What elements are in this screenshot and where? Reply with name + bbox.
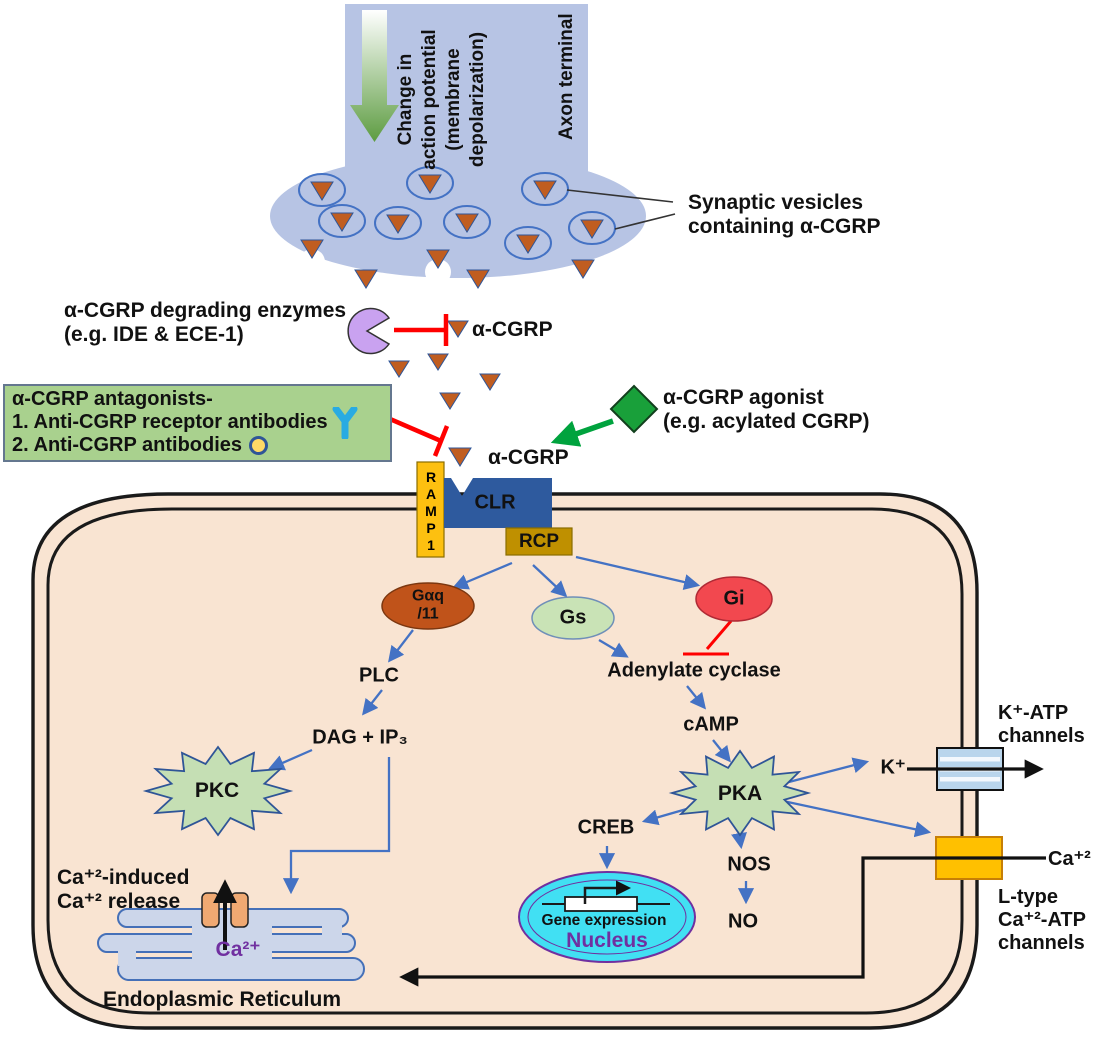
gaq-protein	[381, 582, 475, 630]
ca-release-label: Ca⁺²-induced Ca⁺² release	[57, 866, 190, 914]
antibody-y-icon	[332, 406, 358, 439]
ca-ion-label: Ca⁺²	[1048, 848, 1091, 870]
degrade-inhibit-line	[394, 314, 449, 346]
pka-starburst	[668, 749, 812, 837]
adenylate-label: Adenylate cyclase	[607, 659, 781, 682]
cgrp-receptor-label: α-CGRP	[488, 446, 569, 469]
er-channel-left	[201, 892, 220, 928]
antagonist-item2: 2. Anti-CGRP antibodies	[12, 434, 243, 457]
gi-protein	[695, 576, 773, 622]
camp-label: cAMP	[683, 713, 739, 736]
no-label: NO	[728, 910, 758, 933]
depolarization-arrow-icon	[350, 10, 399, 142]
dag-ip3-label: DAG + IP₃	[312, 726, 408, 749]
gs-protein	[531, 596, 615, 640]
gs-label: Gs	[559, 606, 587, 629]
agonist-label: α-CGRP agonist (e.g. acylated CGRP)	[663, 386, 870, 434]
gene-expression-label: Gene expression	[541, 912, 667, 930]
plc-label: PLC	[359, 664, 399, 687]
axon-terminal-label: Axon terminal	[556, 13, 577, 140]
signal-arrows	[268, 555, 932, 905]
ca-influx-arrow	[399, 856, 1046, 987]
er-label: Endoplasmic Reticulum	[102, 987, 342, 1011]
antagonist-box: α-CGRP antagonists- 1. Anti-CGRP recepto…	[3, 384, 392, 462]
degrading-enzyme-icon	[347, 307, 391, 355]
gi-inhibit-line	[683, 620, 733, 656]
agonist-diamond-icon	[609, 384, 659, 434]
antibody-dot-icon	[249, 436, 269, 455]
er-channel-right	[230, 892, 249, 928]
pkc-label: PKC	[194, 778, 240, 802]
l-channel-label: L-type Ca⁺²-ATP channels	[998, 886, 1086, 954]
axon-change-label: Change in action potential (membrane dep…	[395, 29, 489, 170]
cgrp-receptor	[416, 461, 573, 558]
vesicle-callout-lines	[566, 189, 676, 230]
synaptic-vesicle-label: Synaptic vesicles containing α-CGRP	[688, 191, 881, 239]
clr-label: CLR	[474, 491, 516, 514]
antagonist-item1: 1. Anti-CGRP receptor antibodies	[12, 411, 328, 434]
pkc-starburst	[142, 745, 294, 837]
rcp-label: RCP	[518, 531, 560, 553]
gaq-label: Gαq /11	[411, 587, 445, 623]
degrading-enzyme-label: α-CGRP degrading enzymes (e.g. IDE & ECE…	[64, 299, 347, 347]
pka-label: PKA	[717, 781, 763, 805]
gi-label: Gi	[723, 587, 745, 610]
endoplasmic-reticulum	[97, 879, 365, 981]
antagonist-title: α-CGRP antagonists-	[12, 388, 213, 411]
ramp1-label: RAMP1	[423, 469, 439, 554]
cgrp-triangles	[300, 174, 604, 467]
creb-label: CREB	[577, 816, 635, 839]
nucleus-label: Nucleus	[566, 928, 648, 952]
nucleus-shape	[518, 871, 696, 963]
er-ca-label: Ca²⁺	[215, 937, 261, 961]
k-channel-label: K⁺-ATP channels	[998, 702, 1085, 747]
agonist-arrow	[550, 418, 614, 447]
antagonist-inhibit-line	[389, 416, 450, 457]
nos-label: NOS	[727, 853, 771, 876]
cgrp-free-label: α-CGRP	[472, 318, 553, 341]
k-ion-label: K⁺	[880, 756, 906, 779]
